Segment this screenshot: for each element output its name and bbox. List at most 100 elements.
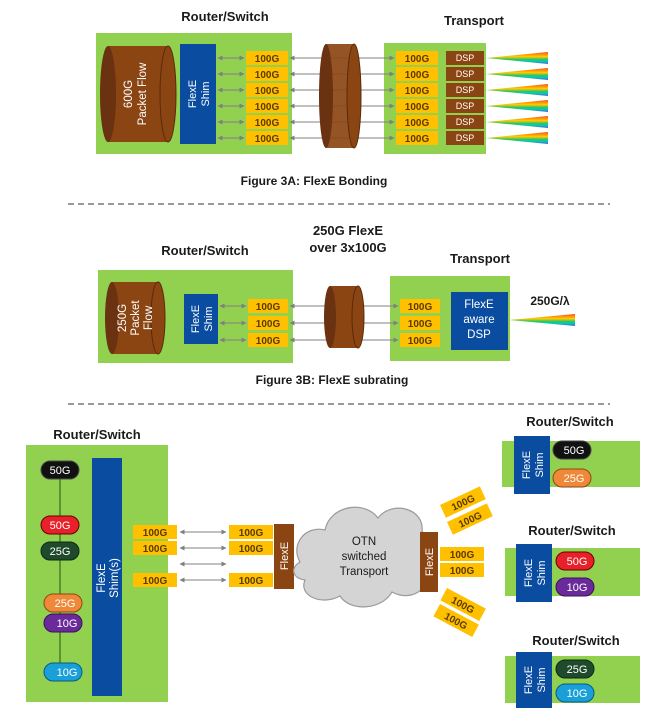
port-label: 100G [256,336,281,347]
fig-b-router-ports: 100G 100G 100G [248,299,288,347]
fig-b-shim-line2: Shim [203,306,215,331]
port-box [440,486,486,518]
fig-b-shim [184,294,218,344]
fig-c-router-3: Router/Switch FlexE Shim 25G 10G [505,633,640,708]
router-2-shim-line1: FlexE [523,559,535,587]
router-3-label: Router/Switch [532,633,619,648]
client-label: 10G [567,688,588,700]
port-label: 100G [143,576,168,587]
port-label: 100G [239,528,264,539]
port-label: 100G [255,54,280,65]
fig-a-caption: Figure 3A: FlexE Bonding [241,174,388,188]
fig-a-packet-flow-cylinder: 600G Packet Flow [100,45,177,143]
port-box [440,563,484,577]
fig-b-packet-flow-line3: Flow [143,305,155,330]
port-box [246,131,288,145]
fig-c-link-arrows [179,529,227,583]
port-label: 100G [256,302,281,313]
fig-a-bundle-cylinder [319,43,362,149]
port-box [246,51,288,65]
port-box [248,299,288,313]
fig-a-shim-line1: FlexE [187,80,199,108]
fig-a-dsps: DSP DSP DSP DSP DSP DSP [446,51,484,145]
port-box [133,541,177,555]
port-box [433,604,479,638]
optical-beam [486,52,548,64]
fig-b-packet-flow-cylinder: 250G Packet Flow [105,281,166,355]
port-label: 100G [143,528,168,539]
dsp-box [446,131,484,145]
optical-beam [486,100,548,112]
client-pill [552,440,592,460]
port-box [396,115,438,129]
port-box [396,99,438,113]
fig-c-flexe-left [274,524,294,589]
dsp-label: DSP [456,85,475,95]
client-label: 50G [50,465,71,477]
port-box [246,115,288,129]
port-box [396,67,438,81]
router-1-shim [514,436,550,494]
fig-b-rate-label: 250G/λ [530,294,570,308]
fig-a-optical-beams [486,52,548,144]
port-label: 100G [408,302,433,313]
port-box [400,299,440,313]
client-label: 50G [567,556,588,568]
client-pill [552,468,592,488]
dsp-box [446,99,484,113]
port-box [133,525,177,539]
port-box [447,503,493,535]
port-label: 100G [255,86,280,97]
fig-b-packet-flow-line2: Packet [130,300,142,336]
fig-b-caption: Figure 3B: FlexE subrating [256,373,409,387]
fig-c-flexe-left-label: FlexE [279,542,291,570]
router-3-shim [516,652,552,708]
dsp-box [446,67,484,81]
fig-c-router-2: Router/Switch FlexE Shim 50G 10G [505,523,640,602]
dsp-label: DSP [456,133,475,143]
port-box [246,83,288,97]
port-box [440,588,486,622]
dsp-box [446,115,484,129]
port-label: 100G [450,550,475,561]
client-pill [40,460,80,480]
router-1-shim-line2: Shim [534,452,546,477]
fig-a-packet-flow-line1: 600G [123,80,135,108]
client-label: 25G [564,473,585,485]
fig-b-dsp-line3: DSP [467,329,491,341]
fig-b-transport-ports: 100G 100G 100G [400,299,440,347]
port-label: 100G [256,319,281,330]
port-label: 100G [405,118,430,129]
router-2-label: Router/Switch [528,523,615,538]
fig-b-middle-line1: 250G FlexE [313,223,383,238]
fig-c-otn-cloud: OTN switched Transport [293,506,438,608]
client-pill [43,662,83,682]
fig-b-optical-beam [509,314,575,326]
client-pill [555,577,595,597]
port-label: 100G [405,54,430,65]
port-label: 100G [239,544,264,555]
dsp-label: DSP [456,53,475,63]
optical-beam [486,132,548,144]
client-label: 10G [567,582,588,594]
fig-b-transport-label: Transport [450,251,511,266]
figure-3a: Router/Switch Transport 600G Packet Flow… [96,9,548,188]
fig-c-left-shim [92,458,122,696]
port-label: 100G [405,86,430,97]
port-box [396,131,438,145]
fig-b-dsp-line2: aware [463,314,494,326]
port-box [396,51,438,65]
port-label: 100G [457,510,484,530]
otn-line3: Transport [340,566,390,578]
client-label: 25G [55,598,76,610]
fig-a-router-ports: 100G 100G 100G 100G 100G 100G [246,51,288,145]
fig-c-left-shim-line1: FlexE [96,563,108,593]
fig-a-shim [180,44,216,144]
port-box [246,99,288,113]
port-label: 100G [255,70,280,81]
port-label: 100G [255,102,280,113]
client-pill [43,593,83,613]
dsp-label: DSP [456,117,475,127]
port-box [400,316,440,330]
